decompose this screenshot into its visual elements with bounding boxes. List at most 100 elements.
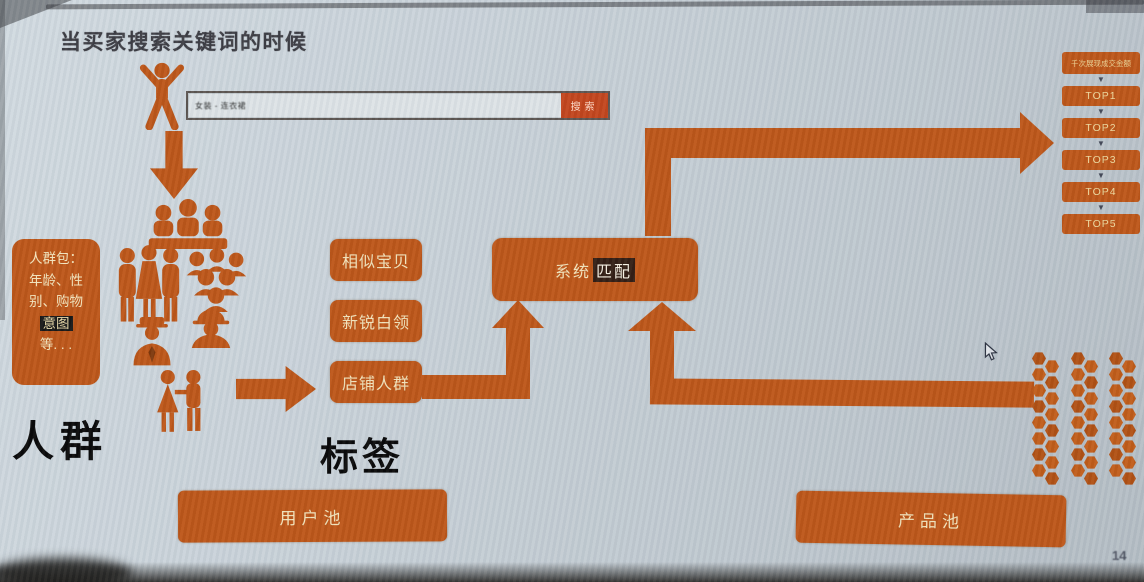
product-hexagon (1122, 408, 1136, 421)
product-hexagon (1084, 472, 1098, 485)
product-hexagon (1084, 424, 1098, 437)
product-hexagon (1071, 432, 1085, 445)
ranking-item: TOP5 (1062, 214, 1140, 234)
page-number: 14 (1112, 548, 1127, 563)
product-hexagon (1084, 440, 1098, 453)
product-hexagon (1109, 368, 1123, 381)
audience-package-line: 意图 (16, 313, 96, 335)
user-pool-box: 用户池 (177, 489, 448, 543)
tag-box-new-white-collar: 新锐白领 (330, 300, 422, 342)
product-hexagon (1071, 416, 1085, 429)
cheering-person-icon (139, 62, 185, 130)
police-officer-icon (133, 317, 171, 366)
product-hexagon (1032, 368, 1046, 381)
product-hexagon (1045, 456, 1059, 469)
product-hexagon (1045, 440, 1059, 453)
product-hexagon (1109, 400, 1123, 413)
ranking-header: 千次展现成交金额 (1062, 52, 1140, 74)
system-match-label: 系统 (554, 263, 591, 281)
system-match-highlight: 匹配 (593, 257, 636, 282)
product-hexagon (1032, 448, 1046, 461)
ranking-panel: 千次展现成交金额 ▼TOP1▼TOP2▼TOP3▼TOP4▼TOP5 (1062, 52, 1140, 234)
flow-elbow-arrow-left-up (422, 300, 547, 402)
mouse-cursor (984, 342, 998, 361)
audience-package-box: 人群包： 年龄、性别、购物意图等. . . (12, 239, 100, 385)
people-row-icon (118, 245, 180, 326)
search-bar: 女装 - 连衣裙 搜索 (186, 91, 610, 120)
ranking-item: TOP2 (1062, 118, 1140, 138)
product-hexagon (1084, 408, 1098, 421)
product-hexagon (1032, 416, 1046, 429)
search-input[interactable]: 女装 - 连衣裙 (195, 101, 247, 110)
crowd-podium-icon (148, 198, 228, 250)
product-pool-box: 产品池 (795, 490, 1067, 548)
product-hexagon (1071, 448, 1085, 461)
product-hexagon (1071, 384, 1085, 397)
audience-package-line: 人群包： (29, 251, 83, 266)
product-cluster (1032, 352, 1144, 485)
product-hexagon (1045, 408, 1059, 421)
product-hexagon (1045, 376, 1059, 389)
ranking-step-arrow-icon: ▼ (1097, 107, 1105, 116)
product-hexagon (1084, 456, 1098, 469)
ranking-step-arrow-icon: ▼ (1097, 75, 1105, 84)
audience-package-line: 别、购物 (29, 294, 83, 310)
note-tags: 标签 (320, 437, 405, 479)
tag-box-similar-items: 相似宝贝 (330, 239, 422, 281)
worker-helmet-icon (191, 309, 231, 348)
photo-shadow-left-edge (0, 0, 5, 320)
photo-shadow-bottom (0, 562, 1144, 582)
ranking-item: TOP3 (1062, 150, 1140, 170)
photo-screen-top-edge (45, 0, 1144, 10)
ranking-step-arrow-icon: ▼ (1097, 203, 1105, 212)
product-hexagon (1084, 376, 1098, 389)
product-hexagon (1045, 424, 1059, 437)
product-hexagon (1109, 432, 1123, 445)
product-hexagon (1032, 464, 1046, 477)
photo-shadow-top-right (1086, 0, 1144, 13)
flow-elbow-arrow-right-up (628, 302, 1035, 408)
flow-arrow-right (236, 366, 316, 412)
crowd-cluster-icon (186, 248, 247, 312)
product-hexagon (1045, 360, 1059, 373)
product-hexagon (1045, 472, 1059, 485)
product-hexagon (1045, 392, 1059, 405)
audience-package-line: 等. . . (39, 337, 73, 353)
product-hexagon (1122, 392, 1136, 405)
product-hexagon (1109, 448, 1123, 461)
product-hexagon (1071, 400, 1085, 413)
couple-icon (157, 370, 201, 432)
product-hexagon (1109, 416, 1123, 429)
product-hexagon (1032, 400, 1046, 413)
product-hexagon (1084, 360, 1098, 373)
note-crowd: 人群 (12, 418, 109, 465)
product-hexagon (1122, 472, 1136, 485)
product-hexagon (1032, 352, 1046, 365)
product-hexagon (1071, 464, 1085, 477)
product-hexagon (1122, 360, 1136, 373)
search-button[interactable]: 搜索 (561, 93, 608, 118)
product-hexagon (1109, 352, 1123, 365)
flow-elbow-arrow-top-right (642, 112, 1054, 236)
product-hexagon (1032, 384, 1046, 397)
ranking-item: TOP1 (1062, 86, 1140, 106)
product-hexagon (1122, 456, 1136, 469)
product-hexagon (1084, 392, 1098, 405)
ranking-item: TOP4 (1062, 182, 1140, 202)
ranking-step-arrow-icon: ▼ (1097, 171, 1105, 180)
tag-box-shop-audience: 店铺人群 (330, 361, 422, 403)
product-hexagon (1122, 424, 1136, 437)
product-hexagon (1122, 440, 1136, 453)
product-hexagon (1071, 352, 1085, 365)
product-hexagon (1032, 432, 1046, 445)
flow-arrow-down (150, 131, 198, 199)
product-hexagon (1109, 464, 1123, 477)
product-hexagon (1122, 376, 1136, 389)
product-hexagon (1071, 368, 1085, 381)
photo-shadow-bottom-left (0, 558, 132, 582)
product-hexagon (1109, 384, 1123, 397)
audience-package-line: 年龄、性 (29, 272, 83, 288)
system-match-box: 系统匹配 (492, 238, 698, 301)
page-title: 当买家搜索关键词的时候 (60, 31, 308, 54)
